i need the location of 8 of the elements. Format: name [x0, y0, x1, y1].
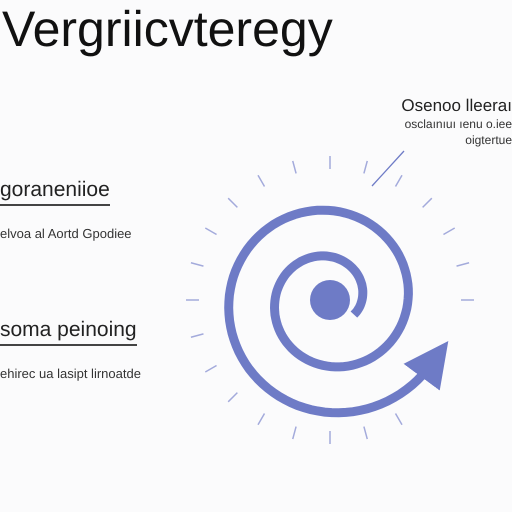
- diagram-title: Vergriicvteregy: [2, 0, 333, 58]
- description-text: elvoa al Aortd Gpodiee: [0, 226, 132, 241]
- section-heading: soma peinoing: [0, 318, 137, 346]
- leader-line: [372, 150, 404, 186]
- description-text: osclaınıuı ıenu o.iee oigtertue: [404, 116, 512, 148]
- callout-heading: Osenoo lleeraı: [400, 96, 512, 116]
- section-heading: goraneniioe: [0, 178, 110, 206]
- description-text: ehirec ua lasipt lirnoatde: [0, 366, 141, 381]
